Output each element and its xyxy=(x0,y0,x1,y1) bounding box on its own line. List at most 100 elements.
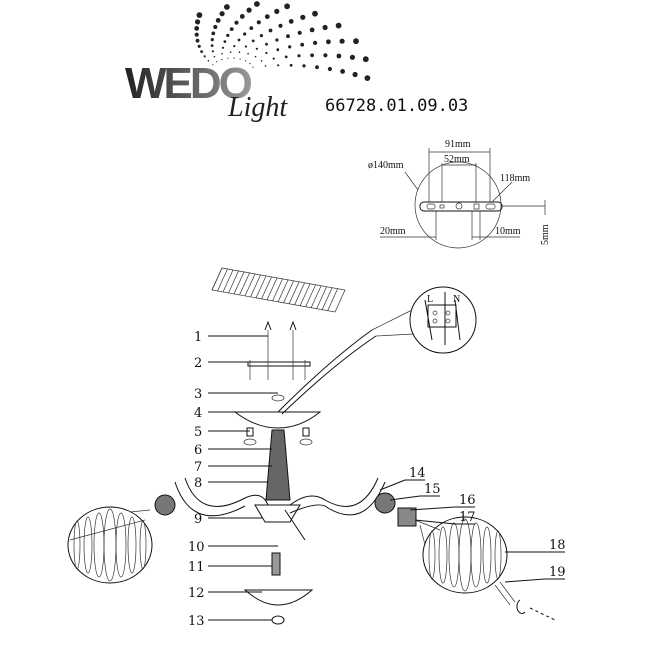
part-number-18: 18 xyxy=(549,538,566,553)
logo-dot xyxy=(195,38,200,43)
dim-20mm: 20mm xyxy=(380,226,406,237)
part-number-13: 13 xyxy=(188,614,205,629)
logo-dot xyxy=(276,48,280,52)
logo-dot xyxy=(289,63,293,67)
part-number-14: 14 xyxy=(409,466,426,481)
part-number-16: 16 xyxy=(459,493,476,508)
logo-dot xyxy=(197,44,201,48)
part-number-11: 11 xyxy=(188,560,205,575)
logo-dot xyxy=(244,45,247,48)
logo-dot xyxy=(335,22,342,29)
logo-dot xyxy=(224,4,230,10)
logo-dot xyxy=(211,50,214,53)
logo-dot xyxy=(315,65,319,70)
ceiling-hatch xyxy=(211,267,346,313)
logo-dot xyxy=(256,20,261,25)
wire-label-n: N xyxy=(453,294,460,305)
logo-dot xyxy=(243,32,247,36)
logo-dot xyxy=(195,19,201,25)
model-code: 66728.01.09.03 xyxy=(325,96,468,116)
logo-dot xyxy=(245,60,247,62)
logo-dot xyxy=(238,51,241,53)
logo-dot xyxy=(249,26,254,30)
logo-dot xyxy=(313,40,318,46)
logo-dot xyxy=(297,30,302,35)
logo-dot xyxy=(352,71,358,78)
logo-dot xyxy=(239,58,241,60)
part-number-15: 15 xyxy=(424,482,441,497)
logo-dot xyxy=(194,32,199,37)
logo-dot xyxy=(223,40,227,43)
leader-line xyxy=(414,519,456,525)
dim-91mm: 91mm xyxy=(445,139,471,150)
logo-dot xyxy=(196,12,203,18)
logo-dot xyxy=(221,58,223,61)
part-number-19: 19 xyxy=(549,565,566,580)
fixture-assembly xyxy=(67,320,556,625)
logo-dot xyxy=(309,27,315,33)
logo-dot xyxy=(284,55,288,59)
logo-dot xyxy=(194,26,200,31)
logo-dot xyxy=(259,34,263,38)
part-number-5: 5 xyxy=(194,425,202,440)
logo-dot xyxy=(260,60,263,62)
logo-dot xyxy=(277,64,280,67)
logo-dot xyxy=(246,7,252,13)
wiring-detail: L N xyxy=(371,286,477,354)
leader-line xyxy=(409,506,456,511)
logo-dot xyxy=(252,66,254,68)
logo-dot xyxy=(229,27,234,31)
logo-dot xyxy=(300,42,305,47)
logo-dot xyxy=(288,45,292,49)
wire-label-l: L xyxy=(427,294,433,305)
part-number-4: 4 xyxy=(194,406,202,421)
dim-52mm: 52mm xyxy=(444,154,470,165)
logo-dot xyxy=(213,24,218,30)
logo-dot xyxy=(233,45,236,48)
logo-dot xyxy=(255,47,258,50)
logo-dot xyxy=(200,50,204,53)
logo-dot xyxy=(254,1,260,7)
logo-dot xyxy=(210,38,214,42)
logo-dot xyxy=(219,11,225,17)
logo-dot xyxy=(221,46,225,49)
logo-dot xyxy=(364,75,371,81)
dim-5mm: 5mm xyxy=(540,224,551,245)
logo-dot xyxy=(275,38,279,42)
logo-dot xyxy=(251,39,255,43)
brand-logo: WEDO Light xyxy=(125,1,371,123)
part-number-10: 10 xyxy=(188,540,205,555)
logo-dot xyxy=(327,66,332,72)
logo-dot xyxy=(227,57,229,59)
logo-dot xyxy=(216,61,218,63)
logo-dot xyxy=(264,14,270,20)
logo-dot xyxy=(210,44,214,47)
logo-dot xyxy=(239,14,245,19)
logo-dot-swirl xyxy=(194,1,371,81)
logo-dot xyxy=(349,54,355,60)
logo-dot xyxy=(310,53,314,58)
logo-dot xyxy=(323,53,328,58)
part-number-9: 9 xyxy=(194,512,202,527)
logo-dot xyxy=(339,38,345,44)
logo-dot xyxy=(215,18,221,23)
logo-wordmark: WEDO xyxy=(125,59,252,108)
leader-line xyxy=(504,578,546,583)
logo-dot xyxy=(297,54,301,58)
part-number-17: 17 xyxy=(459,510,476,525)
logo-dot xyxy=(264,65,267,67)
logo-dot xyxy=(312,10,318,17)
logo-dot xyxy=(233,57,235,59)
logo-dot xyxy=(265,42,268,46)
logo-dot xyxy=(300,14,306,20)
part-number-1: 1 xyxy=(194,330,202,345)
logo-dot xyxy=(362,56,369,63)
logo-dot xyxy=(254,55,257,58)
logo-dot xyxy=(211,31,216,36)
logo-dot xyxy=(265,51,268,55)
logo-dot xyxy=(288,19,294,24)
logo-dot xyxy=(229,51,232,53)
logo-dot xyxy=(213,55,216,58)
logo-dot xyxy=(340,69,345,74)
